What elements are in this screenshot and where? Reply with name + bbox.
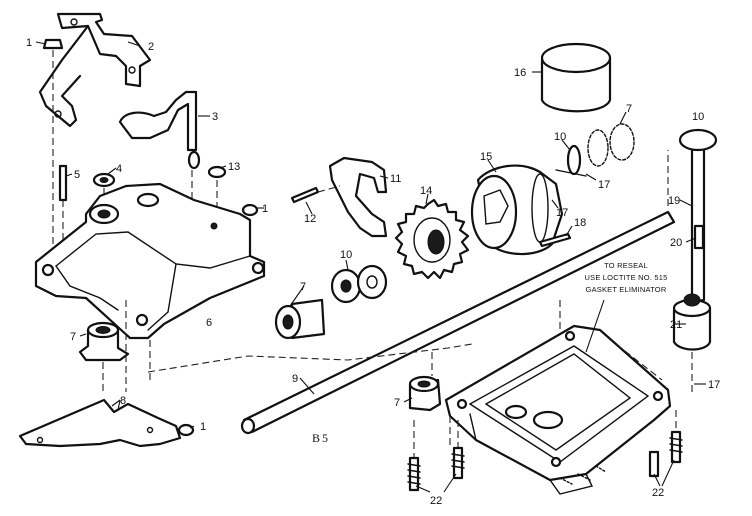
callout-label: 15: [480, 151, 492, 163]
callout-label: 22: [652, 487, 664, 499]
callout-label: 10: [692, 111, 704, 123]
screw-part: [241, 203, 259, 217]
bearing-part: [672, 293, 712, 392]
pin-part: [290, 186, 320, 204]
shaft-part: [678, 128, 718, 304]
callout-label: 22: [430, 495, 442, 507]
screw-part: [42, 38, 64, 250]
callout-label: 1: [200, 421, 206, 433]
callout-label: 17: [598, 179, 610, 191]
shaft-part: [240, 150, 676, 435]
callout-label: 10: [340, 249, 352, 261]
leader-lines: [35, 41, 706, 493]
washer-part: [555, 123, 635, 177]
callout-label: 19: [668, 195, 680, 207]
callout-label: 5: [74, 169, 80, 181]
callout-label: 17: [556, 207, 568, 219]
callout-label: 7: [300, 281, 306, 293]
bushing-part: [78, 321, 130, 392]
callout-label: 20: [670, 237, 682, 249]
callout-labels: 1 1 1 2 3 4 5 6 7 7 7 7 8 9 10 10 10 11 …: [26, 37, 720, 507]
callout-label: 4: [116, 163, 122, 175]
callout-label: 1: [26, 37, 32, 49]
callout-label: 6: [206, 317, 212, 329]
gear-part: [394, 198, 470, 280]
reseal-note-line: USE LOCTITE NO. 515: [585, 273, 668, 282]
lever-part: [118, 90, 201, 200]
callout-label: 7: [394, 397, 400, 409]
bracket-part: [38, 12, 152, 128]
reseal-note-line: GASKET ELIMINATOR: [586, 285, 667, 294]
bushing-part: [274, 298, 326, 340]
bolt-part: [407, 410, 683, 492]
assembly-guide-lines: [125, 300, 663, 448]
callout-label: 2: [148, 41, 154, 53]
cup-part: [540, 42, 612, 113]
callout-label: 16: [514, 67, 526, 79]
callout-label: 17: [708, 379, 720, 391]
gear-box-base: [444, 324, 672, 495]
screw-part: [177, 423, 195, 437]
callout-label: 7: [70, 331, 76, 343]
callout-label: 3: [212, 111, 218, 123]
callout-label: 1: [262, 203, 268, 215]
reseal-note-line: TO RESEAL: [604, 261, 648, 270]
callout-label: 12: [304, 213, 316, 225]
gasket-part: [18, 398, 182, 448]
housing-cover: [34, 182, 266, 340]
stud-part: [58, 164, 68, 240]
callout-label: 18: [574, 217, 586, 229]
pin-part: [538, 232, 572, 248]
washer-part: [92, 172, 116, 212]
callout-label: 7: [626, 103, 632, 115]
callout-label: 13: [228, 161, 240, 173]
bushing-part: [408, 375, 442, 412]
callout-label: 9: [292, 373, 298, 385]
callout-label: 21: [670, 319, 682, 331]
callout-label: 8: [120, 395, 126, 407]
shifter-fork-part: [317, 156, 388, 238]
callout-label: 14: [420, 185, 432, 197]
diagram-code: B5: [312, 431, 330, 445]
washer-part: [330, 264, 388, 304]
callout-label: 10: [554, 131, 566, 143]
clutch-part: [470, 164, 564, 256]
reseal-note: TO RESEAL USE LOCTITE NO. 515 GASKET ELI…: [585, 261, 668, 294]
callout-label: 11: [390, 173, 401, 185]
